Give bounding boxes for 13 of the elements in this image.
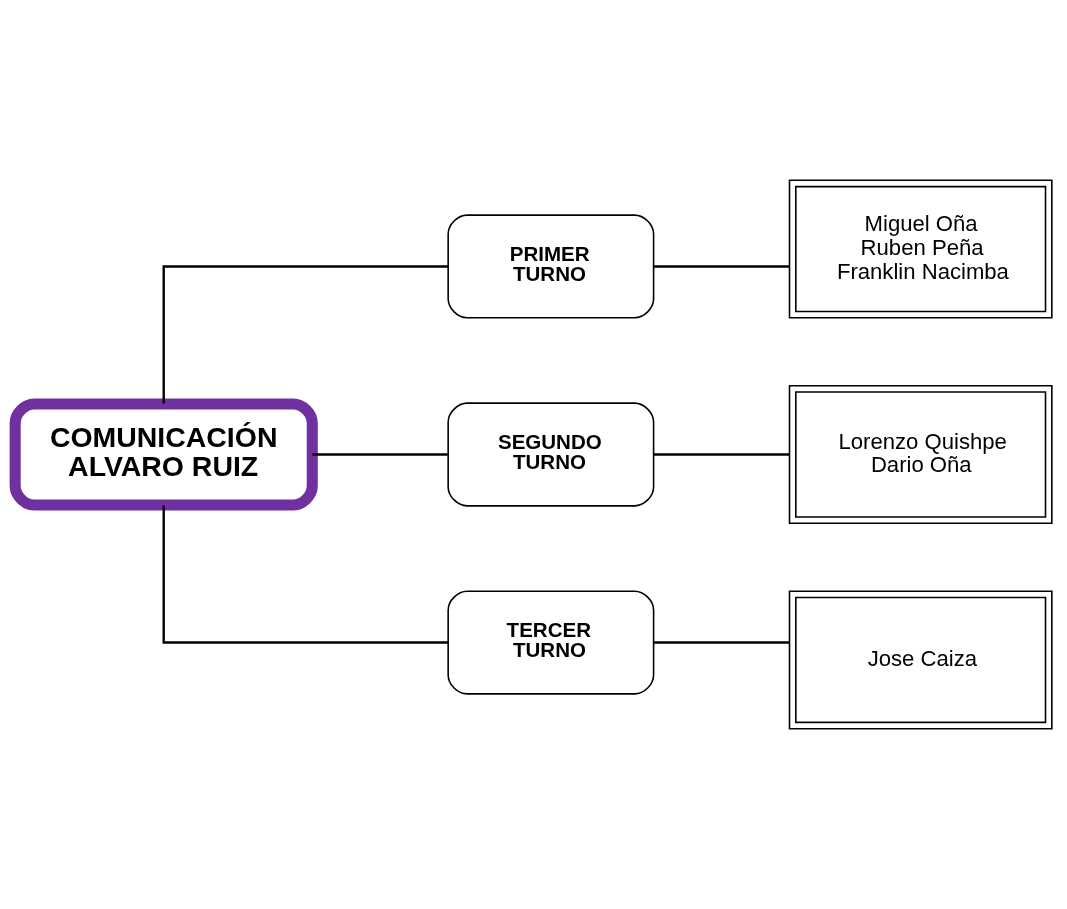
node-box: PRIMER TURNO bbox=[447, 214, 655, 319]
node-box: Lorenzo Quishpe Dario Oña bbox=[788, 384, 1053, 525]
connector bbox=[653, 641, 790, 644]
node-box: SEGUNDO TURNO bbox=[447, 402, 655, 507]
node-box: Miguel Oña Ruben Peña Franklin Nacimba bbox=[788, 179, 1053, 319]
connector bbox=[653, 453, 790, 456]
node-box: COMUNICACIÓN ALVARO RUIZ bbox=[9, 398, 318, 511]
connector bbox=[162, 505, 449, 644]
connector bbox=[312, 453, 448, 456]
node-box: TERCER TURNO bbox=[447, 590, 655, 695]
node-box: Jose Caiza bbox=[788, 590, 1053, 730]
connector bbox=[653, 265, 790, 268]
connector bbox=[162, 265, 449, 404]
